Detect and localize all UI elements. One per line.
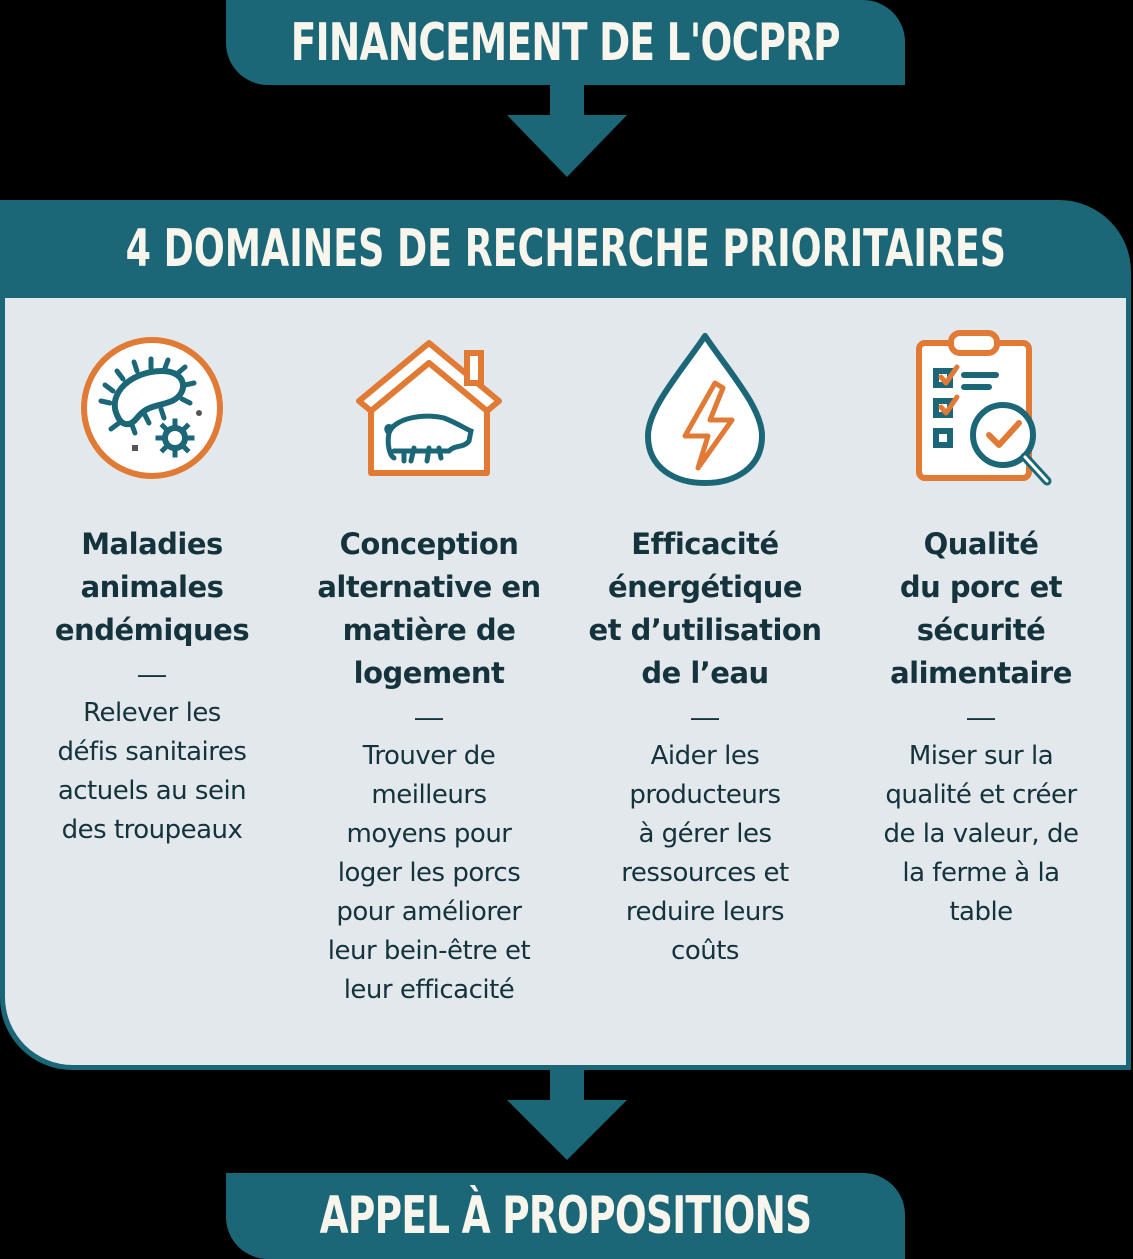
panel-title: 4 DOMAINES DE RECHERCHE PRIORITAIRES — [125, 219, 1006, 279]
down-arrow-icon — [507, 85, 627, 177]
domain-title: Qualité du porc et sécurité alimentaire — [890, 527, 1072, 690]
separator-dash: — — [138, 658, 166, 689]
domain-description: Aider les producteurs à gérer les ressou… — [621, 741, 789, 966]
down-arrow-icon — [507, 1070, 627, 1160]
separator-dash: — — [415, 701, 443, 732]
domain-description: Relever les défis sanitaires actuels au … — [57, 698, 247, 845]
bottom-banner: APPEL À PROPOSITIONS — [226, 1173, 905, 1259]
domain-description: Miser sur la qualité et créer de la vale… — [883, 741, 1079, 927]
domain-title: Maladies animales endémiques — [54, 527, 250, 647]
domain-title: Conception alternative en matière de log… — [317, 527, 541, 690]
domain-card-housing: Conception alternative en matière de log… — [294, 298, 564, 1010]
research-domains-panel: 4 DOMAINES DE RECHERCHE PRIORITAIRES — [0, 200, 1131, 1070]
panel-content: Maladies animales endémiques — Relever l… — [5, 298, 1126, 1065]
clipboard-checklist-magnifier-icon — [846, 298, 1116, 518]
domain-card-pork-quality: Qualité du porc et sécurité alimentaire … — [846, 298, 1116, 932]
domain-title: Efficacité énergétique et d’utilisation … — [588, 527, 822, 690]
domain-card-energy-water: Efficacité énergétique et d’utilisation … — [570, 298, 840, 971]
separator-dash: — — [967, 701, 995, 732]
bacteria-icon — [17, 298, 287, 518]
top-banner-title: FINANCEMENT DE L'OCPRP — [290, 12, 841, 73]
domain-description: Trouver de meilleurs moyens pour loger l… — [327, 741, 531, 1005]
domain-card-animal-diseases: Maladies animales endémiques — Relever l… — [17, 298, 287, 850]
water-drop-energy-icon — [570, 298, 840, 518]
top-banner: FINANCEMENT DE L'OCPRP — [226, 0, 905, 85]
pig-house-icon — [294, 298, 564, 518]
bottom-banner-title: APPEL À PROPOSITIONS — [319, 1186, 813, 1246]
separator-dash: — — [691, 701, 719, 732]
